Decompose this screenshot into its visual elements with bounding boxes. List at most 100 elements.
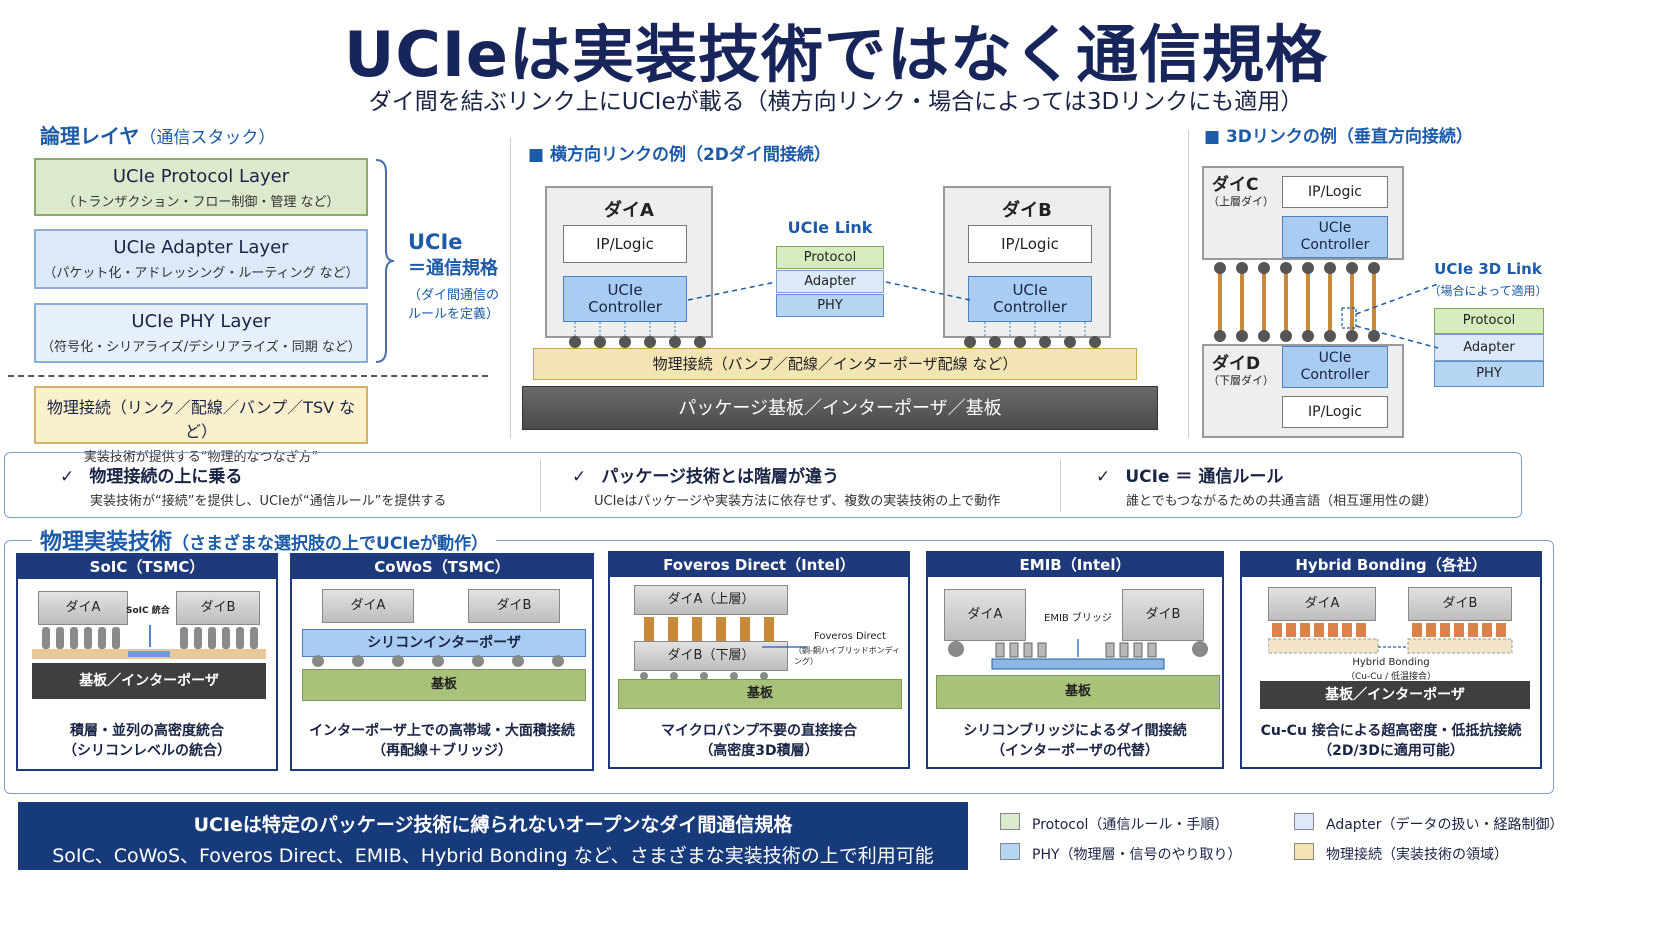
lateral-die-b-iplogic: IP/Logic — [968, 225, 1092, 263]
die-c-iplogic: IP/Logic — [1282, 176, 1388, 208]
ctrl-c-l1: UCIe — [1318, 220, 1352, 236]
brace-icon — [375, 159, 395, 363]
logical-heading-text: 論理レイヤ — [40, 124, 140, 148]
layer-divider — [8, 375, 488, 377]
implementation-heading: 物理実装技術（さまざまな選択肢の上でUCIeが動作） — [32, 524, 497, 556]
tech-foveros-name: Foveros Direct（Intel） — [610, 553, 908, 577]
check-icon: ✓ — [572, 467, 587, 487]
phy-layer-title: UCIe PHY Layer — [131, 311, 271, 332]
key-point-1: ✓ 物理接続の上に乗る — [60, 462, 242, 487]
soic-die-b: ダイB — [176, 591, 260, 625]
phy-layer-sub: （符号化・シリアライズ/デシリアライズ・同期 など） — [41, 340, 361, 355]
lateral-link-connectors — [687, 281, 971, 301]
hybrid-note-2: （Cu-Cu / 低温接合） — [1346, 672, 1436, 682]
lateral-package-substrate: パッケージ基板／インターポーザ／基板 — [522, 386, 1158, 430]
lateral-link-phy: PHY — [776, 294, 884, 317]
tech-hybrid-name: Hybrid Bonding（各社） — [1242, 553, 1540, 577]
die-d-label: ダイD — [1212, 354, 1261, 374]
physical-connection-sub: 実装技術が提供する“物理的なつなぎ方” — [83, 450, 319, 465]
key-point-1-title: 物理接続の上に乗る — [89, 467, 243, 487]
check-icon: ✓ — [1096, 467, 1111, 487]
cowos-interposer: シリコンインターポーザ — [302, 629, 586, 657]
hybrid-caption-1: Cu-Cu 接合による超高密度・低抵抗接続 — [1260, 723, 1522, 739]
emib-die-b: ダイB — [1122, 589, 1204, 641]
legend-swatch-physical — [1294, 843, 1314, 860]
footer-line-1: UCIeは特定のパッケージ技術に縛られないオープンなダイ間通信規格 — [193, 814, 793, 836]
foveros-die-a: ダイA（上層） — [634, 585, 788, 615]
check-icon: ✓ — [60, 467, 75, 487]
cowos-bumps — [312, 655, 564, 667]
foveros-substrate: 基板 — [618, 679, 902, 709]
die-c-controller: UCIe Controller — [1282, 216, 1388, 258]
die-c-label: ダイC — [1212, 175, 1259, 195]
vertical-link-phy: PHY — [1434, 361, 1544, 387]
legend-phy: PHY（物理層・信号のやり取り） — [1032, 847, 1242, 863]
legend-swatch-phy — [1000, 843, 1020, 860]
lateral-die-a-label: ダイA — [604, 200, 654, 221]
foveros-note-2: （銅-銅ハイブリッドボンディング） — [794, 646, 901, 666]
hybrid-caption-2: （2D/3Dに適用可能） — [1318, 743, 1464, 759]
column-separator-1 — [510, 138, 511, 438]
impl-heading-sub: （さまざまな選択肢の上でUCIeが動作） — [172, 534, 489, 554]
page-subtitle: ダイ間を結ぶリンク上にUCIeが載る（横方向リンク・場合によっては3Dリンクにも… — [368, 89, 1304, 115]
ctrl-a-l2: Controller — [588, 298, 662, 316]
key-point-2: ✓ パッケージ技術とは階層が違う — [572, 462, 839, 487]
tech-hybrid-bonding: Hybrid Bonding（各社） ダイA ダイB Hybrid Bondin… — [1240, 551, 1542, 769]
die-d-controller: UCIe Controller — [1282, 346, 1388, 388]
ctrl-b-l1: UCIe — [1012, 281, 1048, 299]
tech-cowos: CoWoS（TSMC） ダイA ダイB シリコンインターポーザ 基板 インターポ… — [290, 553, 594, 771]
legend-swatch-protocol — [1000, 813, 1020, 830]
soic-die-a: ダイA — [38, 591, 128, 625]
ctrl-b-l2: Controller — [993, 298, 1067, 316]
foveros-caption-2: （高密度3D積層） — [699, 743, 819, 759]
vertical-link-title: UCIe 3D Link — [1434, 260, 1542, 278]
emib-bridge — [948, 639, 1208, 670]
tech-foveros: Foveros Direct（Intel） ダイA（上層） ダイB（下層） Fo… — [608, 551, 910, 769]
cowos-caption-1: インターポーザ上での高帯域・大面積接続 — [309, 723, 575, 739]
soic-caption-2: （シリコンレベルの統合） — [63, 743, 231, 759]
vertical-link-adapter: Adapter — [1434, 334, 1544, 361]
ctrl-c-l2: Controller — [1300, 237, 1370, 253]
tech-soic-name: SoIC（TSMC） — [18, 555, 276, 579]
footer-line-2: SoIC、CoWoS、Foveros Direct、EMIB、Hybrid Bo… — [52, 845, 934, 867]
tsv-pillars — [1214, 262, 1380, 342]
physical-connection-box: 物理接続（リンク／配線／バンプ／TSV など） 実装技術が提供する“物理的なつな… — [34, 386, 368, 465]
hybrid-substrate: 基板／インターポーザ — [1260, 681, 1530, 709]
foveros-caption-1: マイクロバンプ不要の直接接合 — [661, 723, 857, 739]
die-d-iplogic: IP/Logic — [1282, 396, 1388, 428]
cowos-die-a: ダイA — [322, 589, 414, 623]
ucie-brace-label: UCIe ＝通信規格 （ダイ間通信の ルールを定義） — [408, 230, 508, 322]
lateral-die-a-controller: UCIe Controller — [563, 276, 687, 322]
lateral-bumps — [569, 322, 1101, 348]
foveros-bonds — [644, 617, 774, 641]
lateral-physical-connection: 物理接続（バンプ／配線／インターポーザ配線 など） — [533, 348, 1137, 380]
key-point-2-title: パッケージ技術とは階層が違う — [601, 467, 840, 487]
key-point-2-sub: UCIeはパッケージや実装方法に依存せず、複数の実装技術の上で動作 — [594, 494, 1001, 509]
foveros-pointer — [762, 646, 808, 648]
emib-substrate: 基板 — [936, 675, 1220, 709]
ctrl-d-l1: UCIe — [1318, 350, 1352, 366]
emib-die-a: ダイA — [944, 589, 1026, 641]
die-c-sub: （上層ダイ） — [1208, 195, 1274, 208]
adapter-layer-box: UCIe Adapter Layer （パケット化・アドレッシング・ルーティング… — [34, 229, 368, 289]
tech-emib: EMIB（Intel） ダイA ダイB EMIB ブリッジ 基板 シリコンブリッ… — [926, 551, 1224, 769]
vertical-link-sub: （場合によって適用） — [1428, 284, 1548, 298]
legend-adapter: Adapter（データの扱い・経路制御） — [1326, 817, 1564, 833]
legend-physical: 物理接続（実装技術の領域） — [1326, 847, 1508, 863]
protocol-layer-sub: （トランザクション・フロー制御・管理 など） — [62, 195, 340, 210]
brace-sub1: （ダイ間通信の — [408, 288, 500, 303]
vertical-link-protocol: Protocol — [1434, 308, 1544, 334]
key-point-3-title: UCIe ＝ 通信ルール — [1125, 467, 1284, 487]
logical-heading-sub: （通信スタック） — [139, 128, 276, 148]
key-points-sep-1 — [540, 460, 541, 512]
protocol-layer-box: UCIe Protocol Layer （トランザクション・フロー制御・管理 な… — [34, 158, 368, 216]
brace-title2: ＝通信規格 — [408, 258, 498, 279]
tech-soic: SoIC（TSMC） ダイA ダイB SoIC 統合 基板／インターポーザ 積層… — [16, 553, 278, 771]
hybrid-die-b: ダイB — [1408, 587, 1512, 621]
soic-caption-1: 積層・並列の高密度統合 — [70, 723, 224, 739]
column-separator-2 — [1188, 130, 1189, 438]
cowos-substrate: 基板 — [302, 669, 586, 701]
emib-caption-1: シリコンブリッジによるダイ間接続 — [963, 723, 1187, 739]
emib-caption-2: （インターポーザの代替） — [991, 743, 1159, 759]
key-point-1-sub: 実装技術が“接続”を提供し、UCIeが“通信ルール”を提供する — [90, 494, 447, 509]
